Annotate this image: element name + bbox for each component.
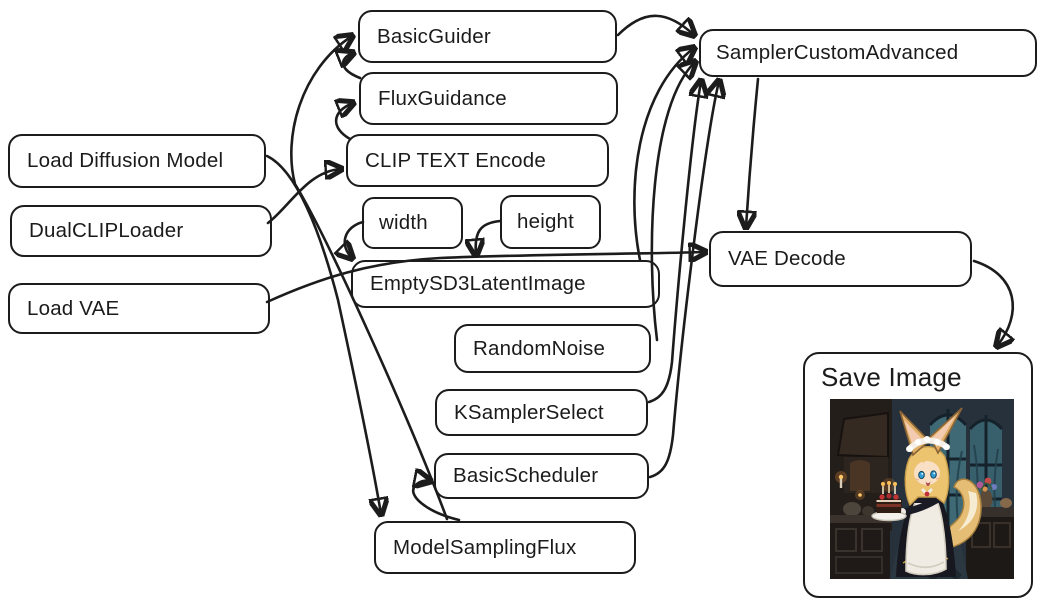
node-label: EmptySD3LatentImage [370,272,586,295]
node-ksampler-select[interactable]: KSamplerSelect [435,389,648,436]
edge-clip-text-encode-to-flux-guidance [336,103,353,141]
node-label: ModelSamplingFlux [393,535,577,559]
node-sampler-custom-advanced[interactable]: SamplerCustomAdvanced [699,29,1037,77]
node-label: FluxGuidance [378,86,507,110]
edge-ksampler-select-to-sampler-custom-advanced [647,81,701,404]
edge-dual-clip-loader-to-clip-text-encode [266,169,341,225]
edge-empty-sd3-latent-image-to-sampler-custom-advanced [633,48,694,262]
node-dual-clip-loader[interactable]: DualCLIPLoader [10,205,272,257]
node-basic-guider[interactable]: BasicGuider [358,10,617,63]
node-label: BasicScheduler [453,464,599,487]
node-label: CLIP TEXT Encode [365,148,546,172]
edge-vae-decode-to-save-image [972,259,1013,346]
node-width[interactable]: width [362,197,463,249]
node-label: RandomNoise [473,336,606,360]
node-clip-text-encode[interactable]: CLIP TEXT Encode [346,134,609,187]
edge-flux-guidance-to-basic-guider [343,53,362,80]
node-label: height [517,210,575,233]
node-model-sampling-flux[interactable]: ModelSamplingFlux [374,521,636,574]
node-flux-guidance[interactable]: FluxGuidance [359,72,618,125]
node-label: SamplerCustomAdvanced [716,41,959,64]
node-label: Load VAE [27,296,120,320]
flowers [976,477,997,492]
node-save-image[interactable]: Save Image [803,352,1033,598]
fox-maid-illustration [830,399,1014,579]
edge-height-to-empty-sd3-latent-image [476,219,502,255]
node-empty-sd3-latent-image[interactable]: EmptySD3LatentImage [351,260,660,308]
node-label: DualCLIPLoader [29,219,184,242]
edge-basic-guider-to-sampler-custom-advanced [616,14,694,35]
node-label: KSamplerSelect [454,400,604,424]
node-label: Load Diffusion Model [27,149,224,172]
edge-basic-scheduler-to-sampler-custom-advanced [648,81,719,479]
node-label: VAE Decode [728,247,846,270]
node-load-diffusion-model[interactable]: Load Diffusion Model [8,134,266,188]
save-image-title: Save Image [821,362,962,392]
edge-sampler-custom-advanced-to-vae-decode [746,77,760,227]
node-label: width [379,211,428,234]
illustration-character [871,407,982,577]
node-basic-scheduler[interactable]: BasicScheduler [434,453,649,499]
generated-image-preview [830,399,1014,579]
node-label: BasicGuider [377,24,491,48]
edge-width-to-empty-sd3-latent-image [345,220,365,258]
node-load-vae[interactable]: Load VAE [8,283,270,334]
node-random-noise[interactable]: RandomNoise [454,324,651,373]
node-height[interactable]: height [500,195,601,249]
node-vae-decode[interactable]: VAE Decode [709,231,972,287]
